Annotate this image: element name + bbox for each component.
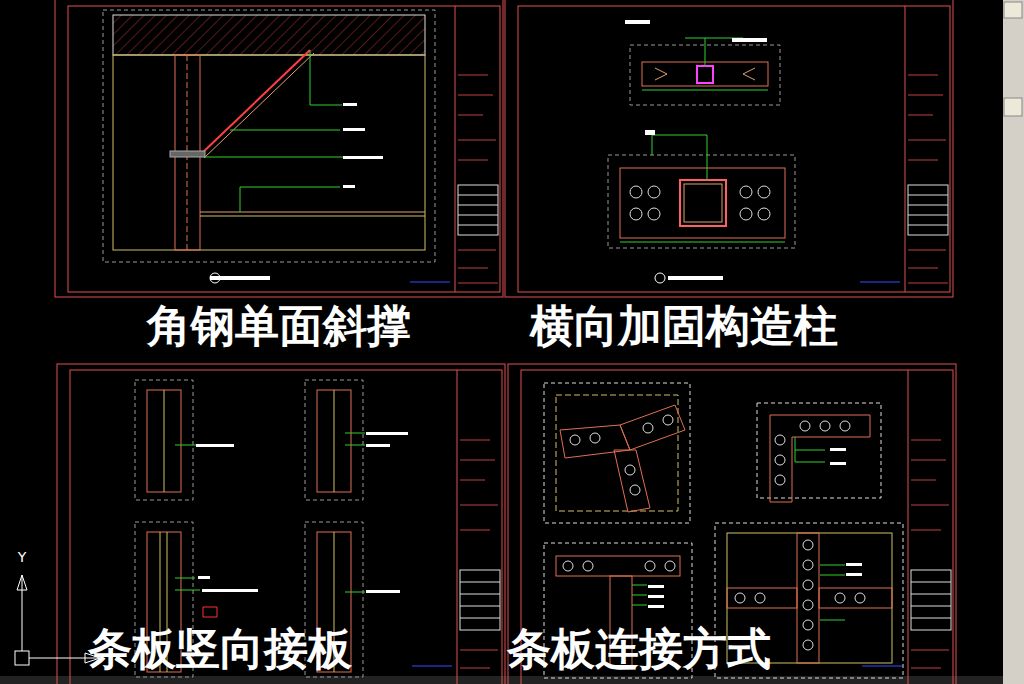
drawing-title: 横向加固构造柱 — [530, 304, 838, 348]
drawing-title: 条板连接方式 — [507, 627, 771, 671]
scrollbar — [1003, 0, 1024, 684]
axis-label: Y — [18, 550, 27, 564]
drawing-title: 角钢单面斜撑 — [147, 304, 411, 348]
drawing-title: 条板竖向接板 — [88, 627, 352, 671]
